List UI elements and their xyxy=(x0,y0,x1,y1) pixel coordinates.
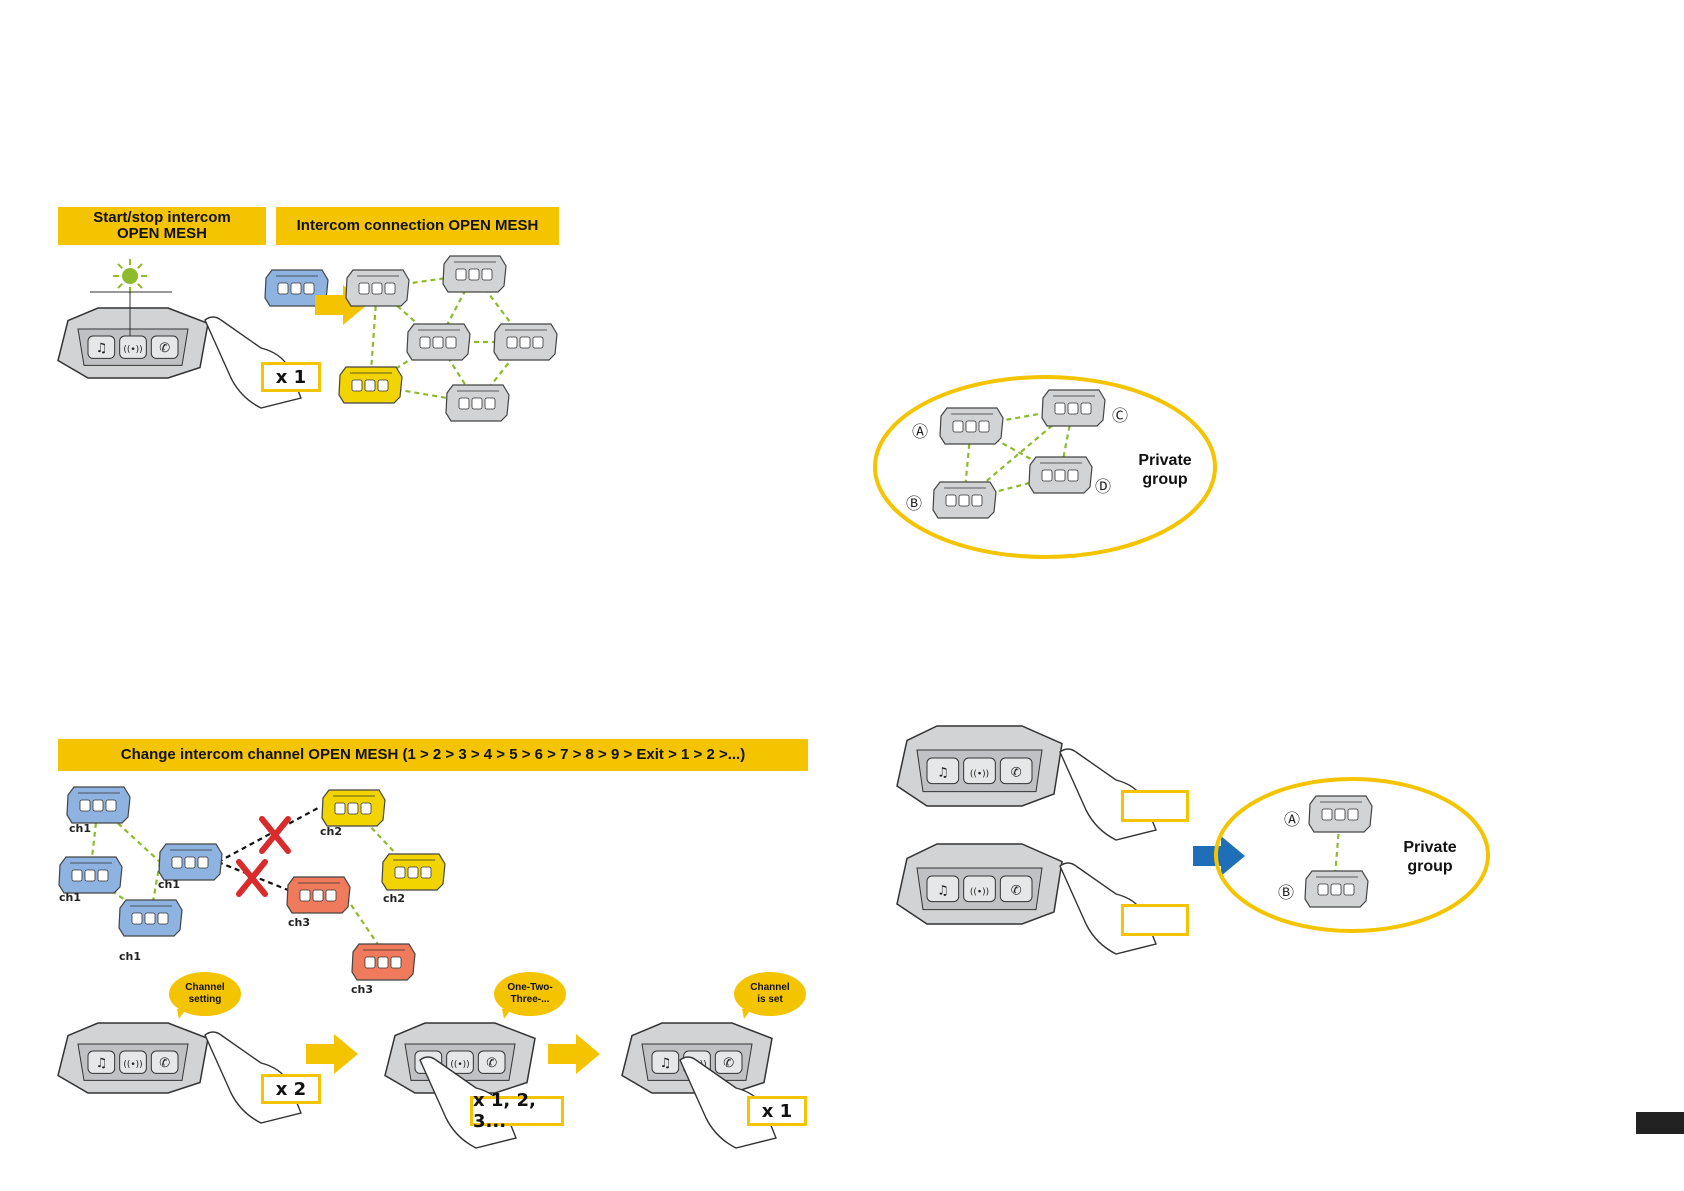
channel-label: ch2 xyxy=(383,892,405,905)
press-count-empty-2 xyxy=(1121,904,1189,936)
channel-label: ch3 xyxy=(351,983,373,996)
private-unit xyxy=(1042,390,1105,426)
private-unit xyxy=(1309,796,1372,832)
music-note-icon: ♫ xyxy=(96,341,108,356)
phone-icon: ✆ xyxy=(159,341,170,356)
cross-icon xyxy=(239,862,265,894)
mesh-unit xyxy=(443,256,506,292)
music-note-icon: ♫ xyxy=(96,1056,108,1071)
channel-label: ch1 xyxy=(158,878,180,891)
press-count-start: x 1 xyxy=(261,362,321,392)
private-unit xyxy=(1305,871,1368,907)
start-stop-title-1: Start/stop intercom xyxy=(93,210,231,226)
device-step-1: ♫ ((•)) ✆ xyxy=(58,1023,208,1093)
intercom-icon: ((•)) xyxy=(970,887,989,897)
arrow-step-1 xyxy=(306,1034,358,1074)
music-note-icon: ♫ xyxy=(937,883,949,898)
private-unit xyxy=(933,482,996,518)
channel-label: ch1 xyxy=(59,891,81,904)
channel-label: ch1 xyxy=(119,950,141,963)
change-channel-banner: Change intercom channel OPEN MESH (1 > 2… xyxy=(58,739,808,771)
arrow-step-2 xyxy=(548,1034,600,1074)
broken-link xyxy=(218,808,318,862)
start-stop-title-2: OPEN MESH xyxy=(117,226,207,242)
mesh-unit xyxy=(339,367,402,403)
channel-unit xyxy=(59,857,122,893)
speech-bubble-channel-set: Channel is set xyxy=(734,972,806,1016)
connection-banner: Intercom connection OPEN MESH xyxy=(276,207,559,245)
intercom-icon: ((•)) xyxy=(450,1060,469,1070)
phone-icon: ✆ xyxy=(1011,765,1022,780)
private-group-label-bottom: Private group xyxy=(1395,838,1465,876)
mesh-unit xyxy=(407,324,470,360)
phone-icon: ✆ xyxy=(486,1056,497,1071)
channel-unit xyxy=(322,790,385,826)
press-count-empty-1 xyxy=(1121,790,1189,822)
main-device-start: ♫ ((•)) ✆ xyxy=(58,308,208,378)
intercom-icon: ((•)) xyxy=(970,769,989,779)
channel-unit xyxy=(382,854,445,890)
intercom-icon: ((•)) xyxy=(123,1060,142,1070)
speech-bubble-channel-setting: Channel setting xyxy=(169,972,241,1016)
press-count-sequence: x 1, 2, 3... xyxy=(470,1096,564,1126)
channel-label: ch3 xyxy=(288,916,310,929)
intercom-icon: ((•)) xyxy=(123,345,142,355)
channel-unit xyxy=(119,900,182,936)
marker-b-top: Ⓑ xyxy=(906,490,922,514)
music-note-icon: ♫ xyxy=(937,765,949,780)
marker-a-top: Ⓐ xyxy=(912,418,928,442)
sun-ray xyxy=(138,284,142,288)
sun-ray xyxy=(118,284,122,288)
channel-label: ch2 xyxy=(320,825,342,838)
marker-c-top: Ⓒ xyxy=(1112,402,1128,426)
private-unit xyxy=(1029,457,1092,493)
mesh-unit xyxy=(446,385,509,421)
device-pair-b: ♫ ((•)) ✆ xyxy=(897,844,1062,924)
page-tab-marker xyxy=(1636,1112,1684,1134)
sun-ray xyxy=(138,264,142,268)
music-note-icon: ♫ xyxy=(660,1056,672,1071)
channel-unit xyxy=(287,877,350,913)
private-group-label-top: Private group xyxy=(1130,451,1200,489)
channel-unit xyxy=(159,844,222,880)
speech-bubble-counting: One-Two-Three-... xyxy=(494,972,566,1016)
press-count-double: x 2 xyxy=(261,1074,321,1104)
device-pair-a: ♫ ((•)) ✆ xyxy=(897,726,1062,806)
marker-d-top: Ⓓ xyxy=(1095,473,1111,497)
sun-led-icon xyxy=(122,268,138,284)
private-unit xyxy=(940,408,1003,444)
sun-ray xyxy=(118,264,122,268)
phone-icon: ✆ xyxy=(159,1056,170,1071)
change-channel-title: Change intercom channel OPEN MESH (1 > 2… xyxy=(121,747,745,763)
channel-unit xyxy=(352,944,415,980)
marker-b-bottom: Ⓑ xyxy=(1278,879,1294,903)
press-count-confirm: x 1 xyxy=(747,1096,807,1126)
mesh-unit xyxy=(346,270,409,306)
connection-title: Intercom connection OPEN MESH xyxy=(297,218,539,234)
channel-unit xyxy=(67,787,130,823)
phone-icon: ✆ xyxy=(723,1056,734,1071)
phone-icon: ✆ xyxy=(1011,883,1022,898)
marker-a-bottom: Ⓐ xyxy=(1284,806,1300,830)
channel-label: ch1 xyxy=(69,822,91,835)
mesh-unit xyxy=(494,324,557,360)
start-stop-banner: Start/stop intercom OPEN MESH xyxy=(58,207,266,245)
